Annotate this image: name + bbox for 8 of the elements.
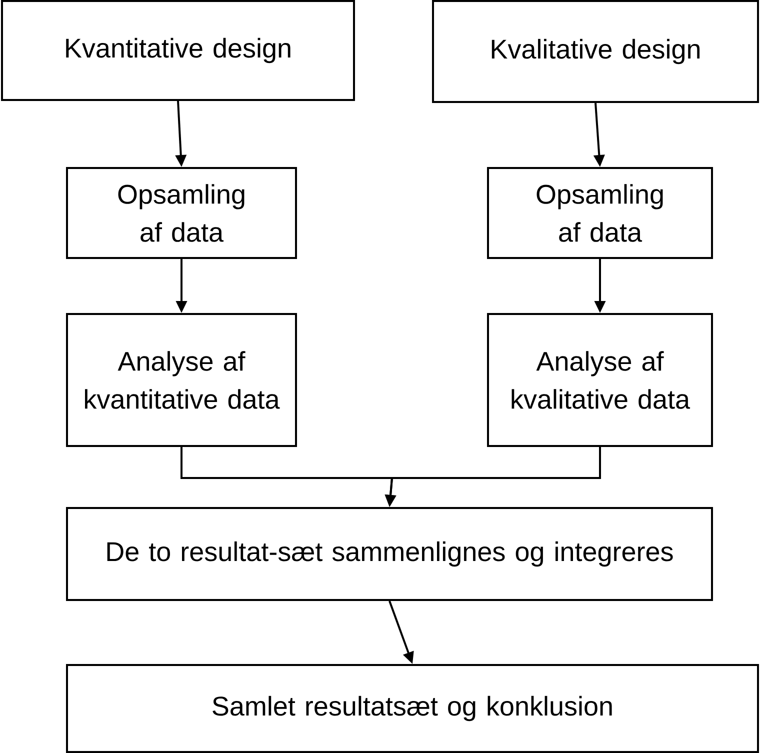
process-box: De to resultat-sæt sammenlignes og integreres	[66, 507, 713, 601]
process-box: Analyse af kvalitative data	[487, 313, 713, 447]
process-box: Analyse af kvantitative data	[66, 313, 297, 447]
process-box: Samlet resultatsæt og konklusion	[66, 664, 759, 753]
process-box: Kvalitative design	[432, 0, 759, 103]
process-box: Opsamling af data	[487, 167, 713, 259]
process-box: Opsamling af data	[66, 167, 297, 259]
process-box: Kvantitative design	[1, 0, 355, 101]
